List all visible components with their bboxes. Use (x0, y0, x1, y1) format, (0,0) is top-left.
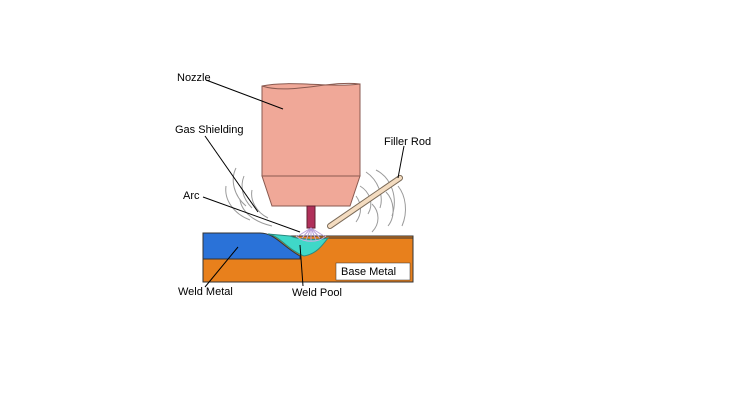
label-weld-pool: Weld Pool (292, 287, 342, 299)
leader-lines (202, 79, 405, 288)
weld-metal (202, 232, 301, 260)
label-gas-shielding: Gas Shielding (175, 124, 244, 136)
gas-shielding-lines (225, 167, 406, 233)
label-weld-metal: Weld Metal (178, 286, 233, 298)
base-metal-label-box (335, 262, 411, 281)
label-nozzle: Nozzle (177, 72, 211, 84)
label-filler-rod: Filler Rod (384, 136, 432, 148)
label-base-metal: Base Metal (341, 266, 397, 278)
electrode (306, 205, 316, 229)
weld-pool (267, 233, 330, 257)
arc (295, 227, 327, 242)
filler-rod (327, 175, 403, 229)
label-arc: Arc (183, 190, 200, 202)
nozzle (261, 82, 361, 207)
